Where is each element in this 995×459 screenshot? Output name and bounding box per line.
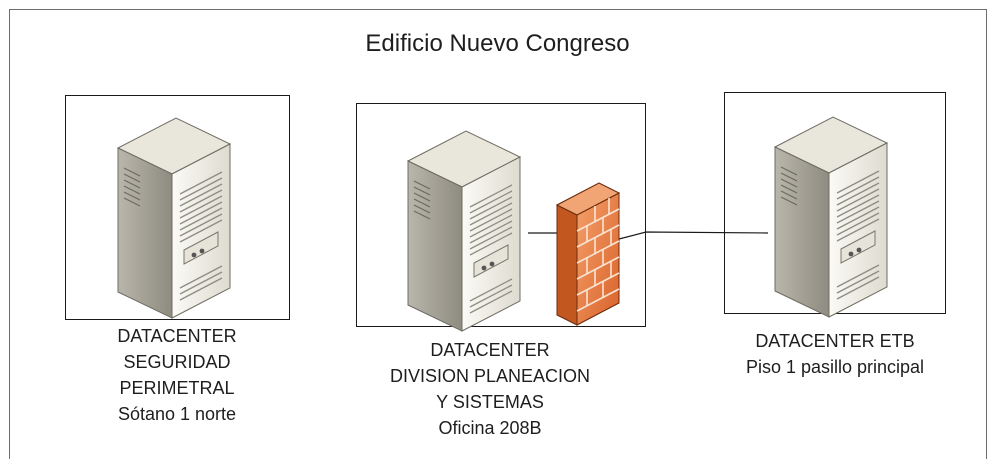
diagram-title: Edificio Nuevo Congreso: [365, 30, 630, 57]
label-line: DATACENTER ETB: [755, 331, 915, 351]
server-tower-icon: [407, 130, 521, 332]
label-line: Piso 1 pasillo principal: [745, 357, 925, 377]
node-label-etb: DATACENTER ETB Piso 1 pasillo principal: [700, 328, 970, 380]
connection-line-firewall-etb: [618, 231, 769, 240]
label-line: Oficina 208B: [438, 418, 542, 438]
server-tower-icon: [117, 117, 231, 319]
label-line: PERIMETRAL: [119, 378, 235, 398]
building-border: [9, 9, 987, 459]
firewall-brick-icon: [556, 182, 620, 326]
node-label-planeacion: DATACENTER DIVISION PLANEACION Y SISTEMA…: [340, 337, 640, 441]
node-label-seguridad: DATACENTER SEGURIDAD PERIMETRAL Sótano 1…: [72, 323, 282, 427]
label-line: Y SISTEMAS: [436, 392, 544, 412]
label-line: Sótano 1 norte: [117, 404, 237, 424]
label-line: SEGURIDAD: [123, 352, 231, 372]
server-tower-icon: [774, 116, 888, 318]
label-line: DATACENTER: [430, 340, 550, 360]
label-line: DATACENTER: [117, 326, 237, 346]
label-line: DIVISION PLANEACION: [389, 366, 591, 386]
